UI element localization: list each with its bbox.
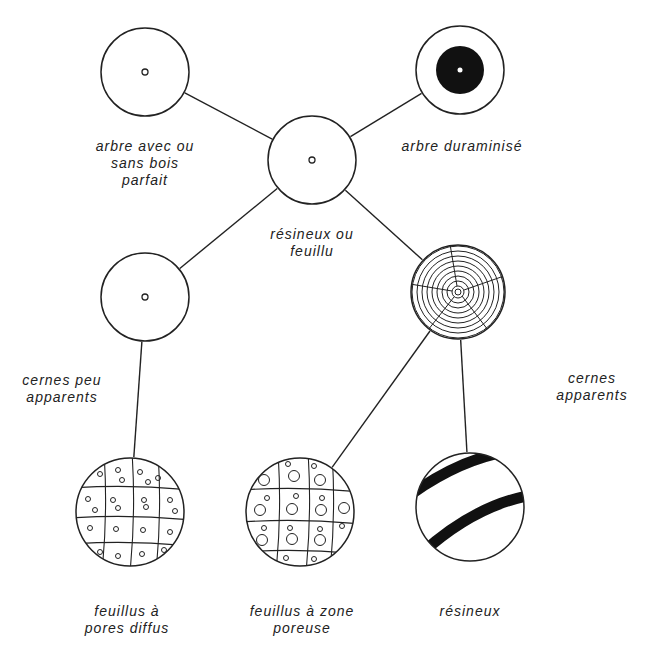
circle-border: [101, 253, 189, 341]
circle-border: [101, 28, 189, 116]
pith-dot: [309, 157, 315, 163]
connector-line: [332, 331, 430, 467]
connector-line: [134, 342, 142, 457]
wood-section-circle: feuillus à pores diffus: [75, 457, 185, 567]
circle-outline: [75, 457, 185, 567]
node-label: résineux ou feuillu: [269, 226, 355, 260]
circle-border: [416, 453, 524, 561]
circle-border: [76, 458, 184, 566]
pith-dot: [142, 294, 148, 300]
connector-line: [185, 93, 272, 139]
wood-section-circle: feuillus à zone poreuse: [245, 457, 355, 567]
circle-outline: [415, 25, 505, 115]
wood-section-circle: résineux ou feuillu: [267, 115, 357, 205]
circle-outline: [100, 252, 190, 342]
wood-section-circle: cernes peu apparents: [100, 252, 190, 342]
circle-border: [246, 458, 354, 566]
heartwood-disc: [436, 46, 484, 94]
node-label: arbre avec ou sans bois parfait: [93, 138, 197, 188]
circle-border: [268, 116, 356, 204]
circle-border: [411, 245, 505, 339]
node-label: cernes peu apparents: [7, 372, 117, 406]
circle-outline: [410, 244, 506, 340]
circle-outline: [245, 457, 355, 567]
node-label: arbre duraminisé: [377, 138, 547, 155]
node-label: feuillus à zone poreuse: [246, 603, 358, 637]
node-label: résineux: [420, 603, 520, 620]
circle-outline: [267, 115, 357, 205]
circle-border: [416, 26, 504, 114]
wood-section-circle: arbre avec ou sans bois parfait: [100, 27, 190, 117]
diffuse-porous-section: [70, 452, 190, 572]
circle-outline: [415, 452, 525, 562]
circle-outline: [100, 27, 190, 117]
growth-rings: [410, 244, 504, 338]
connector-line: [350, 93, 421, 136]
connector-line: [461, 340, 467, 452]
pith-dot: [142, 69, 148, 75]
node-label: cernes apparents: [552, 370, 632, 404]
wood-section-circle: cernes apparents: [410, 244, 506, 340]
node-label: feuillus à pores diffus: [75, 603, 179, 637]
ring-porous-section: [240, 452, 360, 572]
connector-line: [345, 190, 422, 260]
wood-section-circle: résineux: [415, 452, 525, 562]
connector-line: [180, 189, 277, 269]
wood-section-circle: arbre duraminisé: [415, 25, 505, 115]
